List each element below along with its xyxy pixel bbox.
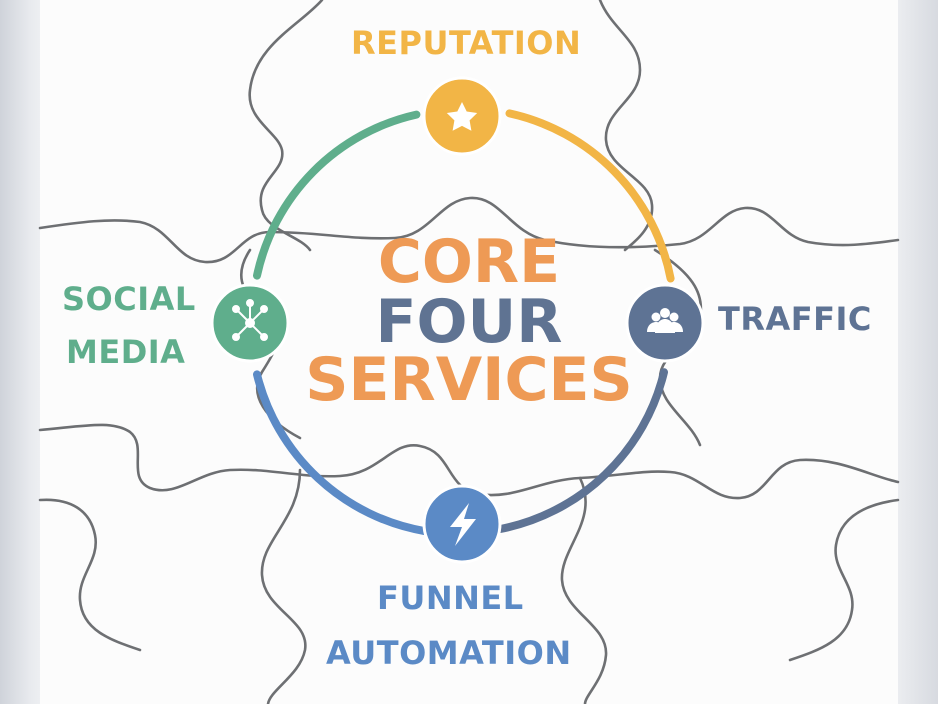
ring-arc-social-reputation (253, 110, 421, 280)
star-icon (446, 102, 478, 131)
node-traffic (625, 283, 705, 363)
lightning-icon (450, 503, 476, 546)
puzzle-outlines (38, 0, 900, 704)
node-reputation (422, 76, 502, 156)
center-title-line3: SERVICES (305, 345, 633, 415)
puzzle-seam (248, 0, 324, 252)
label-funnel-line1: FUNNEL (377, 579, 524, 617)
center-title-line1: CORE (377, 227, 561, 297)
puzzle-seam (260, 468, 307, 704)
network-icon (232, 299, 268, 341)
center-title-line2: FOUR (375, 287, 563, 357)
puzzle-seam (38, 423, 900, 500)
puzzle-seam (788, 498, 900, 662)
services-ring (253, 109, 675, 536)
puzzle-seam (38, 196, 900, 264)
ring-arc-traffic-funnel (496, 368, 668, 533)
node-funnel (422, 484, 502, 564)
label-traffic: TRAFFIC (718, 300, 872, 338)
label-social-line2: MEDIA (66, 333, 186, 371)
ring-arc-funnel-social (253, 370, 431, 536)
label-funnel-line2: AUTOMATION (326, 634, 572, 672)
puzzle-seam (560, 476, 608, 704)
label-social-line1: SOCIAL (62, 280, 196, 318)
people-icon (647, 308, 683, 333)
ring-arc-reputation-traffic (505, 109, 675, 283)
label-reputation: REPUTATION (351, 24, 582, 62)
node-social (210, 283, 290, 363)
puzzle-seam (38, 498, 142, 652)
